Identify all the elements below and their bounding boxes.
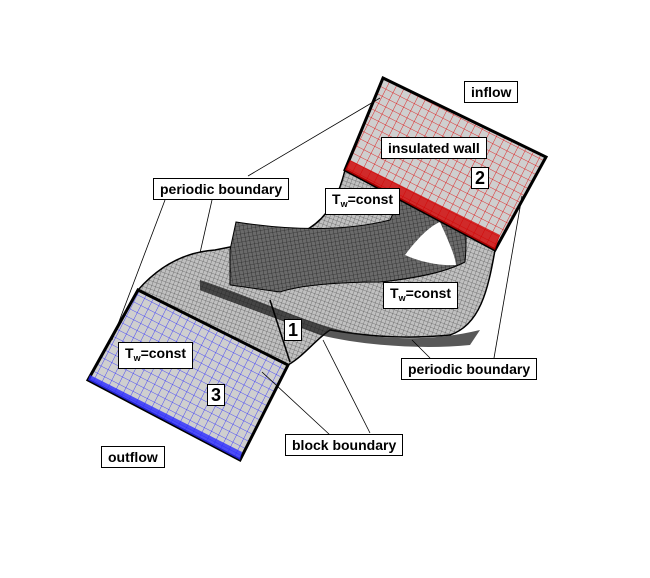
label-periodic-boundary-bottom: periodic boundary [401,358,538,380]
label-block-2: 2 [471,167,490,189]
label-tw-const-outlet: Tw=const [118,342,194,369]
label-block-3: 3 [207,384,226,406]
block-2-dense-band [345,160,500,250]
label-insulated-wall: insulated wall [381,137,487,159]
blade-hole [405,222,456,266]
leader-lines [111,97,523,436]
label-periodic-boundary-top: periodic boundary [153,178,290,200]
block-boundary-line [269,299,291,363]
label-block-boundary: block boundary [285,434,404,456]
label-tw-const-blade-top: Tw=const [325,188,401,215]
label-outflow: outflow [101,446,165,468]
label-inflow: inflow [464,81,519,103]
label-tw-const-blade-bottom: Tw=const [383,282,459,309]
block-3-dense-band [88,375,242,460]
blade-shadow [200,280,480,347]
label-block-1: 1 [284,319,303,341]
